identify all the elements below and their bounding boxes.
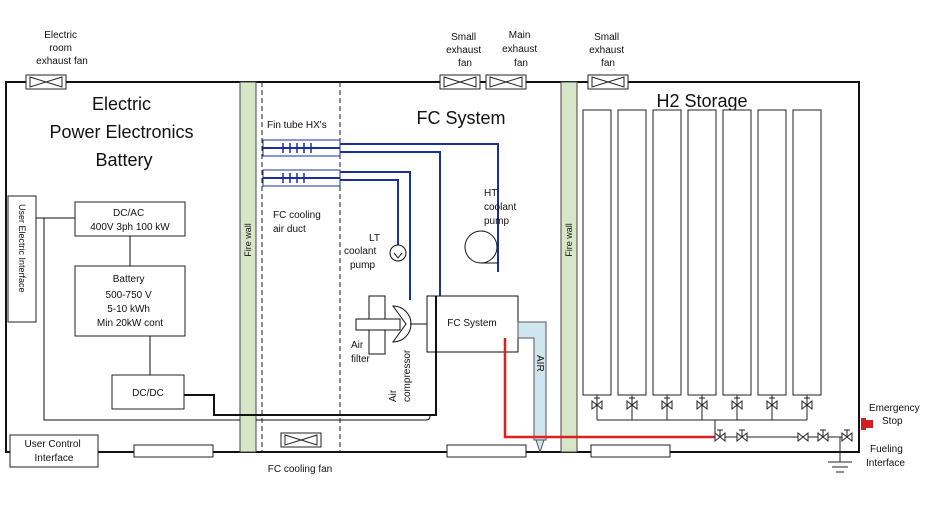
fire-wall-left [239,81,257,453]
enclosure-outline [5,81,860,453]
air-duct [517,321,547,441]
ht-pump-icon [464,230,498,264]
small-fan-left-label: Small exhaust fan [446,32,484,69]
fin-tube-hx [262,139,341,187]
fc-system-box-label: FC System [447,318,496,329]
small-exhaust-fan-right-icon [587,74,629,90]
h2-tanks [582,109,822,396]
fc-cooling-duct-label: FC cooling air duct [273,210,324,235]
electric-room-fan-icon [25,74,67,90]
battery-label: Battery 500-750 V 5-10 kWh Min 20kW cont [97,274,163,329]
air-compressor-label: Air compressor [388,349,413,402]
electric-wiring [36,217,437,421]
lt-pump-icon [389,244,407,262]
ground-icon [828,437,852,473]
coolant-lines [340,143,499,300]
hydrogen-line [503,338,715,439]
vent-3 [590,444,671,458]
electric-section-title: Electric Power Electronics Battery [49,94,198,170]
main-fan-label: Main exhaust fan [502,30,540,69]
air-label: AIR [534,355,545,372]
small-exhaust-fan-left-icon [439,74,481,90]
fc-cooling-fan-label: FC cooling fan [268,464,332,475]
fire-wall-label-right: Fire wall [564,223,574,257]
electric-room-fan-label: Electric room exhaust fan [36,30,88,67]
ht-pump-label: HT coolant pump [484,188,519,227]
fin-tube-label: Fin tube HX's [267,120,327,131]
dcac-label: DC/AC 400V 3ph 100 kW [90,208,170,233]
vent-2 [446,444,527,458]
dcdc-label: DC/DC [132,388,164,399]
fc-cooling-fan-icon [280,432,322,448]
emergency-stop-label: Emergency Stop [869,403,922,427]
emergency-stop-icon[interactable] [861,418,866,430]
user-electric-interface-label: User Electric Interface [17,204,27,293]
fire-wall-right [560,81,578,453]
h2-section-title: H2 Storage [656,91,747,111]
lt-pump-label: LT coolant pump [344,233,383,271]
fire-wall-label-left: Fire wall [243,223,253,257]
dcdc-box [111,374,185,410]
user-control-interface-box [9,434,99,468]
fc-section-title: FC System [416,108,505,128]
vent-1 [133,444,214,458]
user-control-interface-label: User Control Interface [25,439,84,464]
small-fan-right-label: Small exhaust fan [589,32,627,69]
air-filter-label: Air filter [351,340,371,365]
battery-box [74,265,186,337]
air-compressor-icon [392,305,412,343]
dcac-box [74,201,186,237]
main-exhaust-fan-icon [485,74,527,90]
fueling-interface-label: Fueling Interface [866,444,906,469]
user-electric-interface-box [7,195,37,323]
